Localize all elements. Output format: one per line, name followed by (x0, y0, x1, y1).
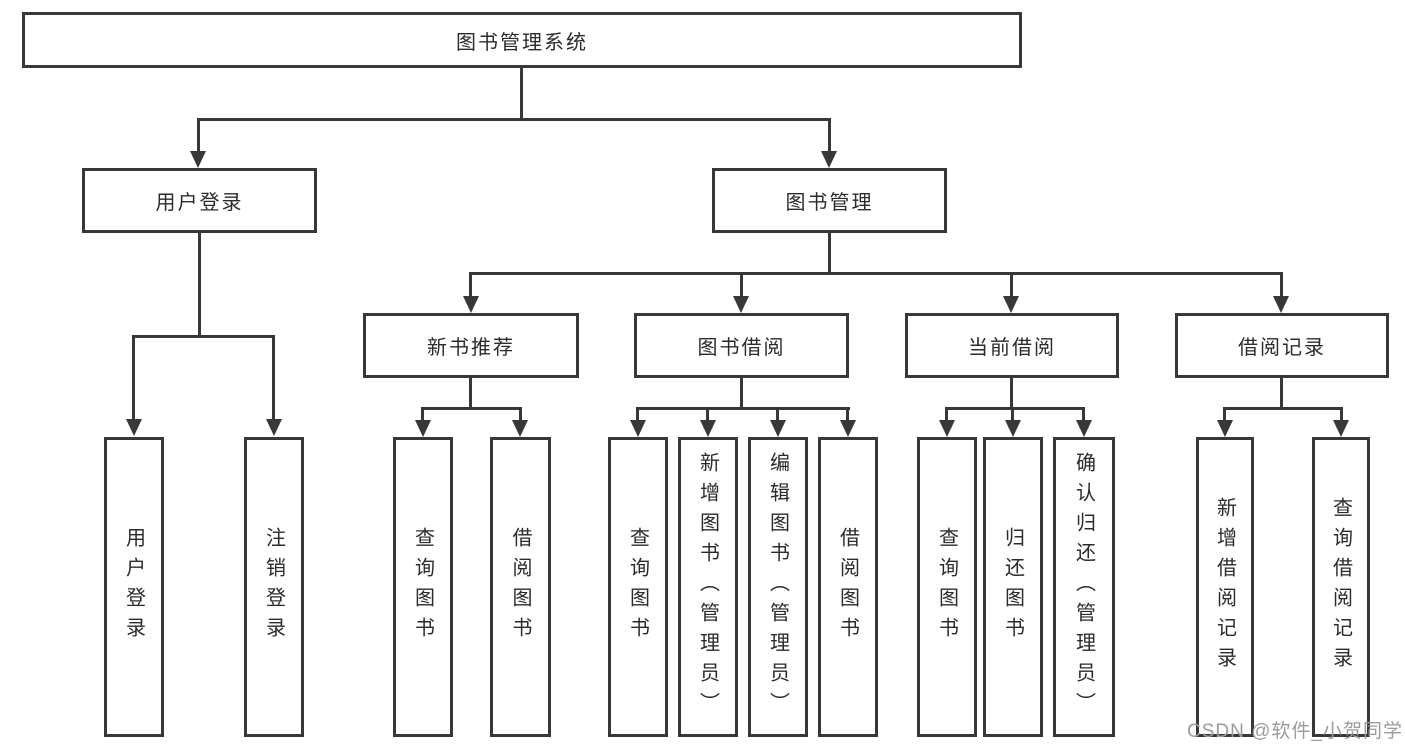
leaf-user-login: 用户登录 (104, 437, 164, 737)
arrow-down-icon (840, 420, 856, 437)
leaf-borrow-books: 借阅图书 (818, 437, 878, 737)
connector-line (1011, 407, 1014, 420)
connector-line (469, 272, 472, 298)
arrow-down-icon (1076, 420, 1092, 437)
connector-line (519, 407, 522, 420)
arrow-down-icon (415, 420, 431, 437)
leaf-query-books-recommend: 查询图书 (393, 437, 453, 737)
connector-line (1223, 407, 1343, 410)
connector-line (132, 335, 135, 419)
leaf-borrow-books-recommend: 借阅图书 (490, 437, 551, 737)
connector-line (846, 407, 849, 420)
arrow-down-icon (1333, 420, 1349, 437)
connector-line (469, 272, 1283, 275)
arrow-down-icon (1273, 296, 1289, 313)
connector-line (1280, 378, 1283, 407)
leaf-query-borrow-record: 查询借阅记录 (1312, 437, 1370, 737)
leaf-query-books-current: 查询图书 (917, 437, 977, 737)
connector-line (197, 118, 200, 153)
connector-line (828, 118, 831, 153)
connector-line (740, 272, 743, 298)
leaf-add-books-admin: 新增图书（管理员） (678, 437, 738, 737)
connector-line (1280, 272, 1283, 298)
connector-line (520, 68, 523, 118)
connector-line (706, 407, 709, 420)
arrow-down-icon (733, 296, 749, 313)
arrow-down-icon (190, 151, 206, 168)
connector-line (776, 407, 779, 420)
connector-line (421, 407, 522, 410)
arrow-down-icon (1217, 420, 1233, 437)
leaf-return-books: 归还图书 (983, 437, 1043, 737)
connector-line (636, 407, 850, 410)
arrow-down-icon (266, 419, 282, 436)
connector-line (828, 233, 831, 272)
node-user-login: 用户登录 (82, 168, 317, 233)
connector-line (197, 118, 831, 121)
leaf-logout: 注销登录 (244, 437, 304, 737)
connector-line (1223, 407, 1226, 420)
connector-line (198, 233, 201, 335)
connector-line (636, 407, 639, 420)
connector-line (945, 407, 948, 420)
connector-line (272, 335, 275, 419)
arrow-down-icon (1005, 420, 1021, 437)
arrow-down-icon (126, 419, 142, 436)
node-root: 图书管理系统 (22, 12, 1022, 68)
connector-line (1010, 378, 1013, 407)
arrow-down-icon (770, 420, 786, 437)
arrow-down-icon (821, 151, 837, 168)
connector-line (469, 378, 472, 407)
leaf-add-borrow-record: 新增借阅记录 (1196, 437, 1254, 737)
node-new-book-recommend: 新书推荐 (363, 313, 579, 378)
node-borrow-records: 借阅记录 (1175, 313, 1389, 378)
leaf-confirm-return-admin: 确认归还（管理员） (1053, 437, 1115, 737)
node-book-borrow: 图书借阅 (634, 313, 849, 378)
connector-line (945, 407, 1085, 410)
csdn-watermark: CSDN @软件_小贺同学 (1187, 721, 1403, 742)
arrow-down-icon (700, 420, 716, 437)
node-book-management: 图书管理 (712, 168, 947, 233)
arrow-down-icon (1003, 296, 1019, 313)
node-current-borrow: 当前借阅 (905, 313, 1119, 378)
connector-line (740, 378, 743, 407)
arrow-down-icon (463, 296, 479, 313)
connector-line (1340, 407, 1343, 420)
connector-line (421, 407, 424, 420)
arrow-down-icon (512, 420, 528, 437)
connector-line (1082, 407, 1085, 420)
arrow-down-icon (939, 420, 955, 437)
connector-line (1010, 272, 1013, 298)
leaf-query-books-borrow: 查询图书 (608, 437, 668, 737)
leaf-edit-books-admin: 编辑图书（管理员） (748, 437, 808, 737)
connector-line (132, 335, 275, 338)
arrow-down-icon (630, 420, 646, 437)
